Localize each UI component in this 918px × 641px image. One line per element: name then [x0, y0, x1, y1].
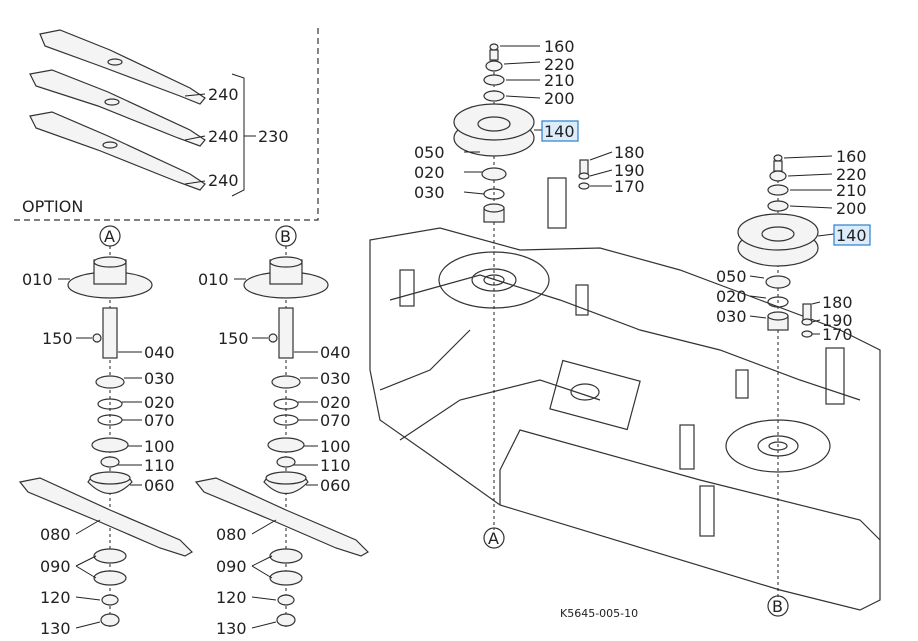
bracket-right [825, 347, 845, 405]
right-190: 190 [822, 311, 853, 330]
bearing-030-a [95, 375, 125, 389]
shaft-a [102, 307, 118, 359]
right-020: 020 [716, 287, 747, 306]
blade-080-a [18, 477, 193, 557]
option-box-border [10, 28, 319, 221]
right-030: 030 [716, 307, 747, 326]
b-060: 060 [320, 476, 351, 495]
left-020: 020 [414, 163, 445, 182]
seal-050-left [481, 167, 507, 181]
b-040: 040 [320, 343, 351, 362]
a-010: 010 [22, 270, 53, 289]
snap-ring-020-a [97, 398, 123, 410]
deck-marker-a: A [488, 529, 499, 548]
pulley-stack-right: 160 220 210 200 140 050 020 030 180 190 … [716, 147, 871, 344]
shaft-b [278, 307, 294, 359]
nut-110-a [100, 456, 120, 468]
blade-3-hole [102, 141, 118, 149]
blade-2-hole [104, 98, 120, 106]
a-070: 070 [144, 411, 175, 430]
b-130: 130 [216, 619, 247, 638]
nut-130-a [100, 613, 120, 627]
option-label: OPTION [22, 197, 83, 216]
deck-marker-b: B [772, 597, 783, 616]
a-060: 060 [144, 476, 175, 495]
deck-body [369, 227, 881, 611]
a-130: 130 [40, 619, 71, 638]
center-bracket [549, 359, 641, 431]
key-a [92, 333, 102, 343]
b-110: 110 [320, 456, 351, 475]
right-180: 180 [822, 293, 853, 312]
left-190: 190 [614, 161, 645, 180]
a-120: 120 [40, 588, 71, 607]
drawing-code: K5645-005-10 [560, 607, 638, 620]
right-220: 220 [836, 165, 867, 184]
blade-080-b [194, 477, 369, 557]
blade-2 [29, 69, 206, 147]
b-100: 100 [320, 437, 351, 456]
left-180: 180 [614, 143, 645, 162]
left-170: 170 [614, 177, 645, 196]
spindle-view-a: A 010 150 [18, 225, 193, 638]
bracket-left [547, 177, 567, 229]
washer-090-a2 [93, 570, 127, 586]
callout-240-a: 240 [208, 85, 239, 104]
callout-240-b: 240 [208, 127, 239, 146]
right-210: 210 [836, 181, 867, 200]
right-170: 170 [822, 325, 853, 344]
left-050: 050 [414, 143, 445, 162]
pulley-stack-left: 160 220 210 200 140 050 020 030 180 190 … [414, 37, 645, 223]
left-030: 030 [414, 183, 445, 202]
callout-240-c: 240 [208, 171, 239, 190]
left-200: 200 [544, 89, 575, 108]
a-090: 090 [40, 557, 71, 576]
blade-1-hole [107, 58, 123, 66]
b-080: 080 [216, 525, 247, 544]
b-030: 030 [320, 369, 351, 388]
option-blades-group: 240 240 240 230 OPTION [10, 28, 319, 221]
a-030: 030 [144, 369, 175, 388]
right-050: 050 [716, 267, 747, 286]
b-010: 010 [198, 270, 229, 289]
b-120: 120 [216, 588, 247, 607]
right-160: 160 [836, 147, 867, 166]
b-090: 090 [216, 557, 247, 576]
a-150: 150 [42, 329, 73, 348]
spindle-view-b: B 010 150 040 030 020 [194, 225, 369, 638]
blade-3 [29, 111, 206, 191]
right-200: 200 [836, 199, 867, 218]
a-100: 100 [144, 437, 175, 456]
view-a-marker: A [104, 227, 115, 246]
left-140: 140 [544, 122, 575, 141]
left-220: 220 [544, 55, 575, 74]
b-150: 150 [218, 329, 249, 348]
view-b-marker: B [280, 227, 291, 246]
washer-090-a1 [93, 548, 127, 564]
a-020: 020 [144, 393, 175, 412]
right-140-highlight [833, 224, 871, 246]
washer-120-a [101, 594, 119, 606]
a-040: 040 [144, 343, 175, 362]
b-070: 070 [320, 411, 351, 430]
left-210: 210 [544, 71, 575, 90]
a-110: 110 [144, 456, 175, 475]
left-140-highlight [541, 120, 579, 142]
b-020: 020 [320, 393, 351, 412]
cover-100-a [91, 437, 129, 453]
left-160: 160 [544, 37, 575, 56]
right-140: 140 [836, 226, 867, 245]
callout-230: 230 [258, 127, 289, 146]
blade-1 [39, 29, 206, 105]
a-080: 080 [40, 525, 71, 544]
